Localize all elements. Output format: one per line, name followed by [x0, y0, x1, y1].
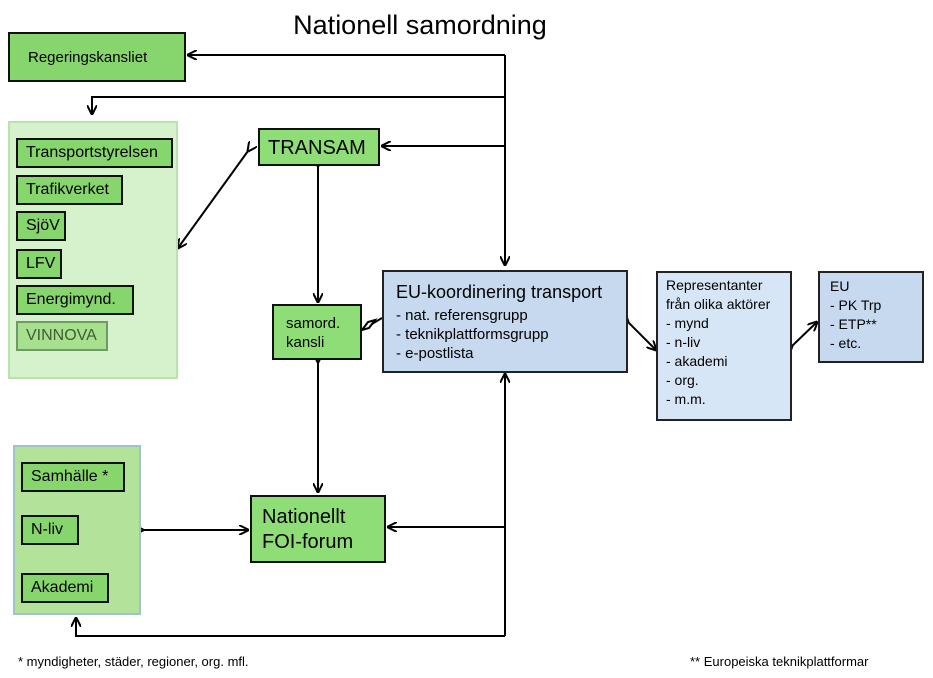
kansli-line-1: samord. — [286, 315, 341, 332]
kansli-line-2: kansli — [286, 334, 325, 351]
representanter-line: från olika aktörer — [666, 296, 771, 312]
samordningskansli-box: samord. kansli — [272, 304, 362, 360]
stakeholders-panel: Samhälle * N-liv Akademi — [13, 445, 141, 615]
eu-box: EU - PK Trp - ETP** - etc. — [818, 271, 924, 363]
representanter-line: - mynd — [666, 315, 709, 331]
representanter-box: Representanter från olika aktörer - mynd… — [656, 271, 792, 421]
agency-transportstyrelsen: Transportstyrelsen — [16, 138, 173, 168]
foi-line-2: FOI-forum — [262, 531, 354, 553]
eu-koordinering-item: - e-postlista — [396, 345, 474, 362]
eu-line: - ETP** — [830, 316, 877, 332]
regeringskansliet-box: Regeringskansliet — [8, 32, 186, 82]
aggregation-diamond — [359, 318, 378, 332]
representanter-line: Representanter — [666, 277, 763, 293]
agency-sjov: SjöV — [16, 211, 66, 241]
stakeholder-akademi: Akademi — [21, 573, 109, 603]
stakeholder-n-liv: N-liv — [21, 515, 79, 545]
agency-energimynd: Energimynd. — [16, 285, 134, 315]
foi-line-1: Nationellt — [262, 506, 346, 528]
eu-line: EU — [830, 278, 850, 294]
agency-trafikverket: Trafikverket — [16, 175, 123, 205]
eu-koordinering-title: EU-koordinering transport — [396, 282, 603, 302]
eu-line: - etc. — [830, 335, 862, 351]
eu-koordinering-box: EU-koordinering transport - nat. referen… — [382, 270, 628, 373]
agencies-panel: Transportstyrelsen Trafikverket SjöV LFV… — [8, 121, 178, 379]
diagram-title: Nationell samordning — [293, 10, 547, 40]
representanter-line: - org. — [666, 372, 699, 388]
representanter-line: - akademi — [666, 353, 728, 369]
footnote-right: ** Europeiska teknikplattformar — [690, 654, 869, 669]
eu-line: - PK Trp — [830, 297, 882, 313]
footnote-left: * myndigheter, städer, regioner, org. mf… — [18, 654, 249, 669]
agency-lfv: LFV — [16, 249, 62, 279]
stakeholder-samhalle: Samhälle * — [21, 462, 125, 492]
representanter-line: - n-liv — [666, 334, 701, 350]
foi-forum-box: Nationellt FOI-forum — [250, 495, 386, 563]
agency-vinnova: VINNOVA — [16, 321, 108, 351]
eu-koordinering-item: - nat. referensgrupp — [396, 307, 528, 324]
representanter-line: - m.m. — [666, 391, 706, 407]
eu-koordinering-item: - teknikplattformsgrupp — [396, 326, 549, 343]
transam-box: TRANSAM — [258, 128, 380, 166]
